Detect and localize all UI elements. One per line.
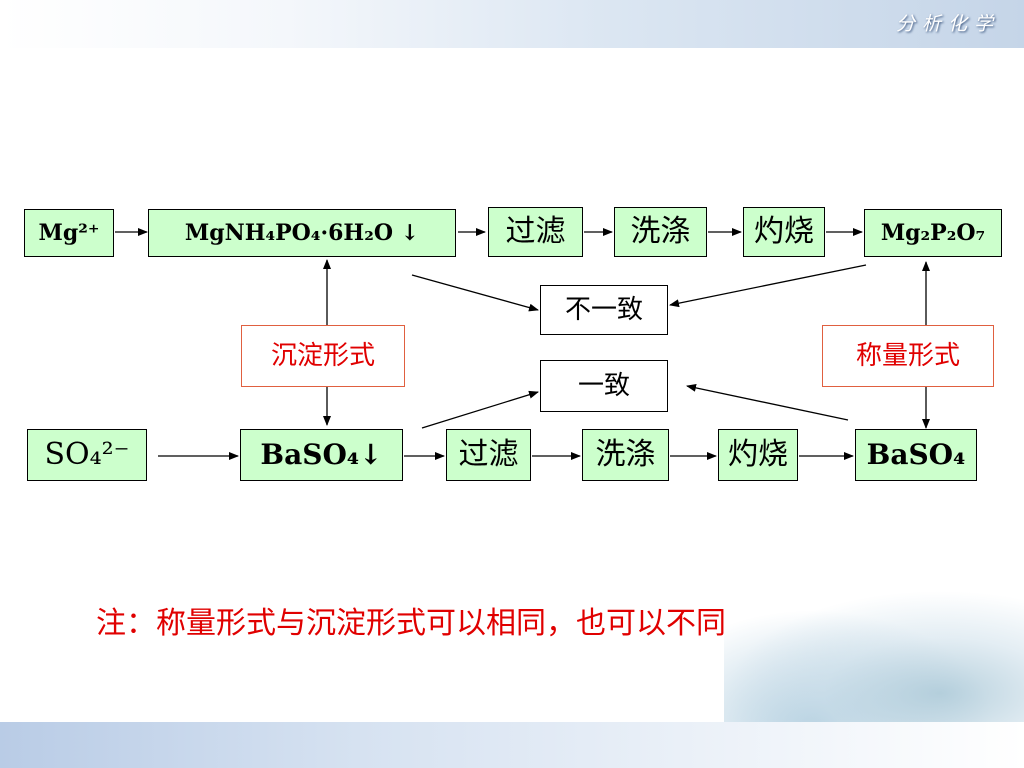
arrow-to-same-left <box>421 390 539 429</box>
weighing-form-label: 称量形式 <box>855 341 960 371</box>
arrow-to-not-same-right <box>669 264 867 308</box>
mg-ignite-box: 灼烧 <box>743 207 825 257</box>
mg-precipitate-box: MgNH₄PO₄·6H₂O ↓ <box>148 209 456 257</box>
precipitation-form-box: 沉淀形式 <box>241 325 405 387</box>
ba-ignite-label: 灼烧 <box>728 437 788 472</box>
mg-wash-label: 洗涤 <box>630 214 691 249</box>
ba-precipitate-label: BaSO₄↓ <box>260 438 383 471</box>
not-same-box: 不一致 <box>540 285 668 335</box>
precipitation-form-label: 沉淀形式 <box>270 341 375 371</box>
arrow-to-same-right <box>686 383 849 421</box>
ba-precipitate-box: BaSO₄↓ <box>240 429 403 481</box>
same-label: 一致 <box>577 371 630 401</box>
note-text: 注：称量形式与沉淀形式可以相同，也可以不同 <box>96 606 726 641</box>
same-box: 一致 <box>540 360 668 412</box>
mg-precipitate-label: MgNH₄PO₄·6H₂O ↓ <box>184 220 420 246</box>
sulfate-ion-box: SO₄²⁻ <box>27 429 147 481</box>
ba-filter-box: 过滤 <box>446 429 531 481</box>
ba-ignite-box: 灼烧 <box>718 429 798 481</box>
ba-weighing-label: BaSO₄ <box>866 438 966 471</box>
mg-ignite-label: 灼烧 <box>754 214 814 249</box>
arrow-to-not-same-left <box>411 274 539 312</box>
brand-title: 分析化学 <box>895 13 1000 35</box>
not-same-label: 不一致 <box>564 295 643 325</box>
sulfate-ion-label: SO₄²⁻ <box>44 437 130 472</box>
mg-ion-label: Mg²⁺ <box>38 220 100 246</box>
ba-weighing-box: BaSO₄ <box>855 429 977 481</box>
mg-weighing-label: Mg₂P₂O₇ <box>880 220 986 246</box>
ba-filter-label: 过滤 <box>458 437 519 472</box>
mg-wash-box: 洗涤 <box>614 207 707 257</box>
mg-weighing-box: Mg₂P₂O₇ <box>864 209 1002 257</box>
ba-wash-label: 洗涤 <box>595 437 656 472</box>
ba-wash-box: 洗涤 <box>582 429 669 481</box>
header-bar: 分析化学 <box>0 0 1024 48</box>
mg-filter-label: 过滤 <box>505 214 566 249</box>
weighing-form-box: 称量形式 <box>822 325 994 387</box>
mg-filter-box: 过滤 <box>488 207 583 257</box>
footer-bar <box>0 722 1024 768</box>
mg-ion-box: Mg²⁺ <box>24 209 114 257</box>
